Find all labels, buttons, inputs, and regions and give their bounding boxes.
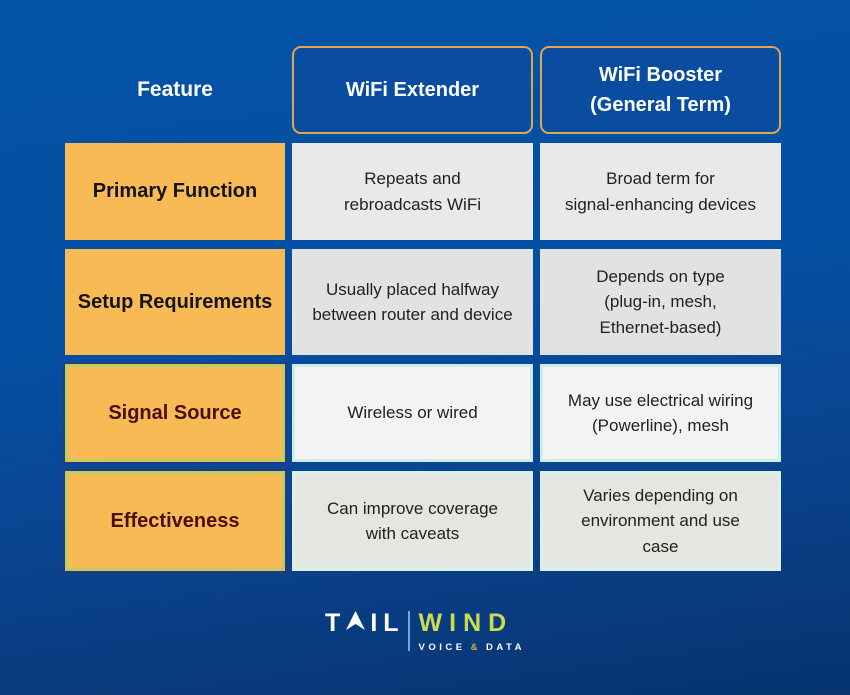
extender-cell-effectiveness: Can improve coverage with caveats [292, 471, 533, 571]
footer: T IL WIND VOICE & DATA [0, 609, 850, 654]
wifi-extender-column-header: WiFi Extender [292, 46, 533, 134]
booster-cell-primary-function: Broad term for signal-enhancing devices [540, 143, 781, 240]
booster-cell-effectiveness: Varies depending on environment and use … [540, 471, 781, 571]
booster-cell-signal-source: May use electrical wiring (Powerline), m… [540, 364, 781, 462]
tagline-data: DATA [485, 642, 525, 653]
extender-cell-signal-source: Wireless or wired [292, 364, 533, 462]
feature-cell-effectiveness: Effectiveness [65, 471, 285, 571]
logo-right-block: WIND VOICE & DATA [418, 609, 525, 654]
logo-letter-t: T [325, 609, 347, 637]
logo-tagline: VOICE & DATA [419, 642, 525, 653]
logo-tail-text: T IL [325, 609, 405, 637]
extender-cell-primary-function: Repeats and rebroadcasts WiFi [292, 143, 533, 240]
feature-column-header: Feature [137, 78, 213, 101]
feature-cell-setup-requirements: Setup Requirements [65, 249, 285, 355]
logo-letters-il: IL [370, 609, 405, 637]
feature-cell-signal-source: Signal Source [65, 364, 285, 462]
logo-wind-text: WIND [418, 609, 514, 637]
tailwind-arrow-icon [346, 610, 366, 635]
extender-cell-setup-requirements: Usually placed halfway between router an… [292, 249, 533, 355]
logo-divider [407, 611, 410, 651]
tagline-voice: VOICE [418, 642, 466, 653]
tagline-ampersand: & [470, 642, 481, 653]
feature-cell-primary-function: Primary Function [65, 143, 285, 240]
booster-cell-setup-requirements: Depends on type (plug-in, mesh, Ethernet… [540, 249, 781, 355]
tailwind-logo: T IL WIND VOICE & DATA [325, 609, 525, 654]
comparison-table: Feature WiFi Extender WiFi Booster (Gene… [65, 46, 781, 571]
wifi-booster-column-header: WiFi Booster (General Term) [540, 46, 781, 134]
